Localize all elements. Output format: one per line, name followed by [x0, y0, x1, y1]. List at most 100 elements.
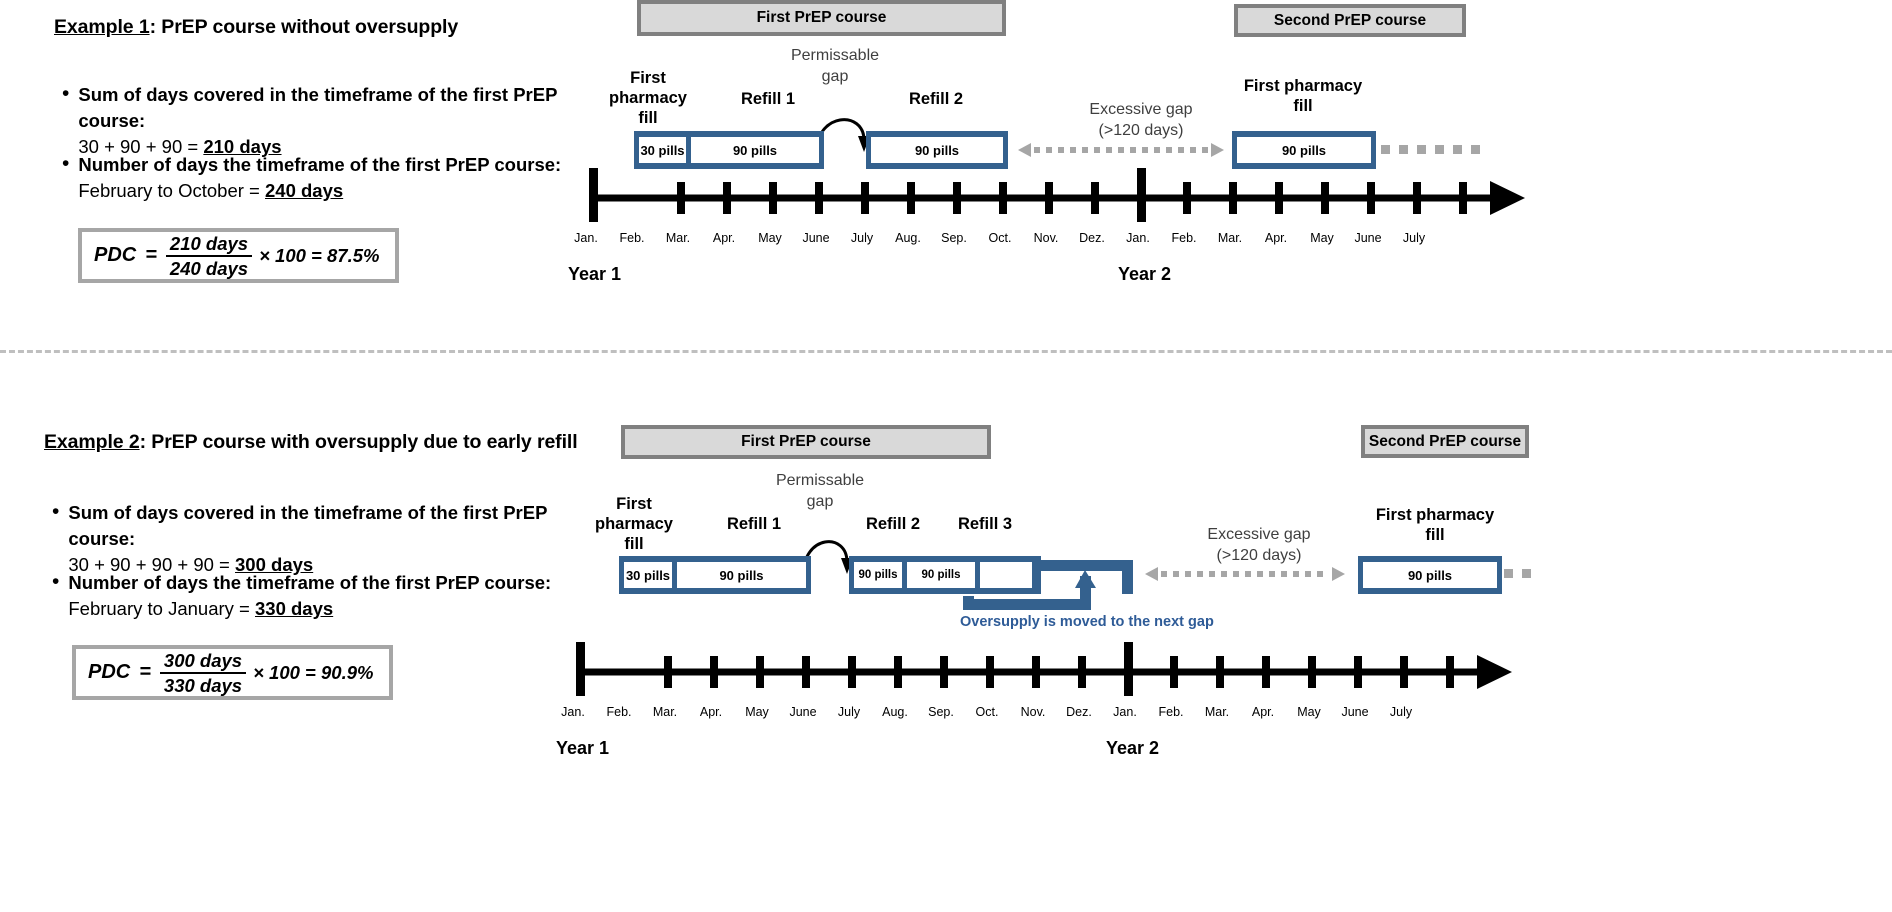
- example2-bullet1-mid: in the timeframe of the first PrEP cours…: [68, 502, 548, 549]
- example2-second-first-fill-label: First pharmacy fill: [1340, 505, 1530, 545]
- example2-second-prep-course-banner: Second PrEP course: [1361, 425, 1529, 458]
- bullet-dot-icon: •: [62, 152, 70, 175]
- month-label: Feb.: [606, 705, 632, 719]
- pdc-tail: × 100 = 87.5%: [259, 244, 380, 266]
- square-marker-icon: [1381, 145, 1390, 154]
- example2-bullet1-sum-prefix: 30 + 90 + 90 + 90 =: [68, 554, 236, 575]
- example1-bullet1-mid: in the timeframe of the first PrEP cours…: [78, 84, 558, 131]
- example1-year2-label: Year 2: [1118, 264, 1172, 284]
- pdc-fraction: 300 days 330 days: [159, 649, 247, 696]
- example2-bullet1-lead: Sum of days covered: [68, 502, 255, 523]
- pdc-numerator: 210 days: [169, 232, 249, 254]
- pill-30: 30 pills: [624, 562, 672, 588]
- example2-refill3-label: Refill 3: [930, 514, 1040, 534]
- month-label: June: [1354, 231, 1382, 245]
- eg-line2: (>120 days): [1216, 547, 1302, 564]
- month-label: Apr.: [1264, 231, 1288, 245]
- example2-title-rest: : PrEP course with oversupply due to ear…: [139, 431, 578, 453]
- sff-line2: fill: [1293, 97, 1313, 115]
- example1-bullet1-sum-value: 210 days: [203, 136, 282, 157]
- square-marker-icon: [1471, 145, 1480, 154]
- month-label: Sep.: [941, 231, 967, 245]
- month-label: Oct.: [988, 231, 1012, 245]
- example1-bullet2-value: 240 days: [265, 180, 344, 201]
- refill3-text: Refill 3: [957, 515, 1013, 533]
- pdc-tail: × 100 = 90.9%: [253, 661, 374, 683]
- month-label: Mar.: [1217, 231, 1243, 245]
- square-marker-icon: [1399, 145, 1408, 154]
- month-label: Dez.: [1066, 705, 1092, 719]
- month-label: July: [1389, 705, 1413, 719]
- example2-timeline-axis: [576, 642, 1512, 696]
- pill-90: 90 pills: [1237, 137, 1371, 163]
- example2-pillgroup-1: 30 pills 90 pills: [619, 556, 811, 594]
- example2-bullet-1: • Sum of days covered in the timeframe o…: [52, 500, 612, 578]
- example2-oversupply-note: Oversupply is moved to the next gap: [960, 614, 1214, 630]
- permissable-gap-line2: gap: [821, 68, 849, 85]
- month-label: Jan.: [561, 705, 585, 719]
- pill-90: 90 pills: [1363, 562, 1497, 588]
- pill-30: 30 pills: [639, 137, 686, 163]
- example1-excessive-gap-label: Excessive gap (>120 days): [1045, 99, 1237, 141]
- ff-line3: fill: [624, 535, 644, 553]
- ff-line1: First: [630, 69, 666, 87]
- refill2-text: Refill 2: [908, 90, 964, 108]
- example1-second-course-label: Second PrEP course: [1273, 11, 1427, 29]
- month-label: Feb.: [1171, 231, 1197, 245]
- example1-title-rest: : PrEP course without oversupply: [149, 16, 459, 38]
- pill-90: 90 pills: [871, 137, 1003, 163]
- month-label: July: [1402, 231, 1426, 245]
- permissable-gap-line1: Permissable: [790, 47, 880, 64]
- example2-bullet2-prefix: February to January =: [68, 598, 255, 619]
- example2-year1-label: Year 1: [556, 738, 610, 758]
- example1-second-first-fill-label: First pharmacy fill: [1218, 76, 1388, 116]
- square-marker-icon: [1435, 145, 1444, 154]
- example1-title: Example 1: PrEP course without oversuppl…: [54, 16, 458, 39]
- example2-excessive-gap-label: Excessive gap (>120 days): [1163, 524, 1355, 566]
- refill2-text: Refill 2: [865, 515, 921, 533]
- eg-line2: (>120 days): [1098, 122, 1184, 139]
- month-label: May: [758, 231, 782, 245]
- sff-line2: fill: [1425, 526, 1445, 544]
- month-label: Oct.: [975, 705, 999, 719]
- sff-line1: First pharmacy: [1243, 77, 1363, 95]
- example1-year1-label: Year 1: [568, 264, 622, 284]
- bullet-dot-icon: •: [62, 82, 70, 105]
- month-label: Aug.: [882, 705, 908, 719]
- ff-line3: fill: [638, 109, 658, 127]
- example1-first-course-label: First PrEP course: [756, 9, 887, 26]
- example2-refill2-label: Refill 2: [838, 514, 948, 534]
- month-label: Apr.: [712, 231, 736, 245]
- month-label: Mar.: [1204, 705, 1230, 719]
- example1-permissable-gap-label: Permissable gap: [760, 45, 910, 87]
- bullet-dot-icon: •: [52, 500, 60, 523]
- example2-trailing-squares: [1504, 569, 1531, 578]
- example1-first-prep-course-banner: First PrEP course: [637, 0, 1006, 36]
- month-label: June: [802, 231, 830, 245]
- month-label: Feb.: [619, 231, 645, 245]
- month-label: Nov.: [1020, 705, 1046, 719]
- example2-bullet1-sum-value: 300 days: [235, 554, 314, 575]
- example2-first-prep-course-banner: First PrEP course: [621, 425, 991, 459]
- pdc-equals: =: [139, 661, 151, 683]
- example2-first-course-label: First PrEP course: [741, 433, 871, 450]
- square-marker-icon: [1417, 145, 1426, 154]
- month-label: Apr.: [1251, 705, 1275, 719]
- pdc-numerator: 300 days: [163, 649, 243, 671]
- pdc-label: PDC: [88, 661, 131, 683]
- bullet-dot-icon: •: [52, 570, 60, 593]
- square-marker-icon: [1522, 569, 1531, 578]
- example2-year2-label: Year 2: [1106, 738, 1160, 758]
- ff-line2: pharmacy: [609, 89, 687, 107]
- permissable-gap-line1: Permissable: [775, 472, 865, 489]
- example2-first-pharmacy-fill-label: First pharmacy fill: [578, 494, 690, 554]
- pill-90: 90 pills: [677, 562, 806, 588]
- example2-excessive-gap-arrow-icon: [1145, 567, 1345, 581]
- example2-title-underlined: Example 2: [44, 431, 140, 453]
- month-label: July: [837, 705, 861, 719]
- example2-refill1-label: Refill 1: [686, 514, 822, 534]
- example2-second-course-label: Second PrEP course: [1368, 432, 1522, 450]
- pill-90: 90 pills: [691, 137, 819, 163]
- refill1-text: Refill 1: [726, 515, 782, 533]
- pill-empty: [980, 562, 1032, 588]
